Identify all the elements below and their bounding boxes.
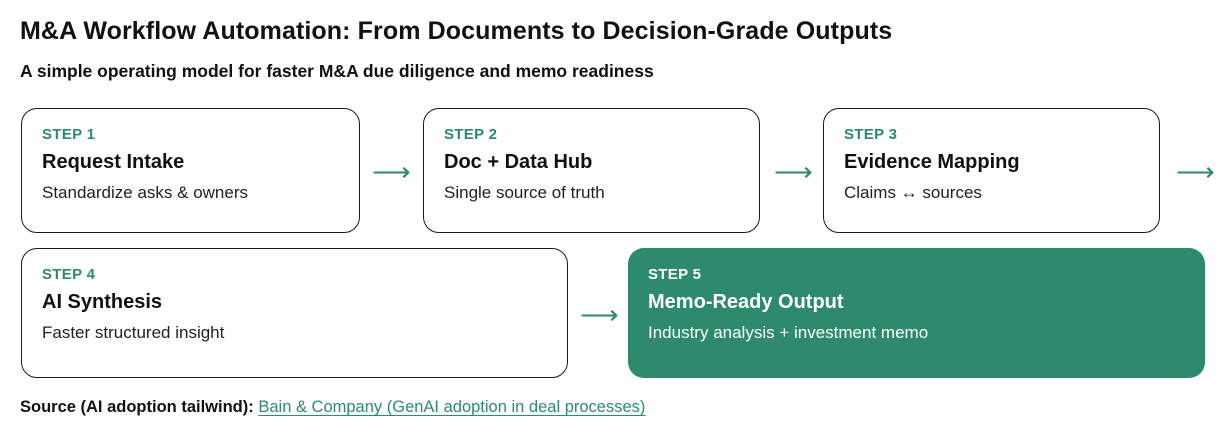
step-4-description: Faster structured insight — [42, 323, 225, 342]
source-link[interactable]: Bain & Company (GenAI adoption in deal p… — [258, 398, 646, 416]
flow-arrow-icon: ⟶ — [580, 300, 619, 330]
page-subtitle: A simple operating model for faster M&A … — [20, 61, 654, 81]
step-4-label: STEP 4 — [42, 266, 96, 283]
step-5-title: Memo-Ready Output — [648, 291, 844, 313]
step-card-3: STEP 3 Evidence Mapping Claims ↔ sources — [823, 108, 1160, 233]
step-3-description: Claims ↔ sources — [844, 183, 982, 202]
page-title: M&A Workflow Automation: From Documents … — [20, 17, 893, 45]
step-1-description: Standardize asks & owners — [42, 183, 248, 202]
step-card-5-highlighted: STEP 5 Memo-Ready Output Industry analys… — [628, 248, 1205, 378]
step-2-description: Single source of truth — [444, 183, 605, 202]
step-3-title: Evidence Mapping — [844, 151, 1020, 173]
step-5-label: STEP 5 — [648, 266, 702, 283]
step-2-label: STEP 2 — [444, 126, 498, 143]
flow-arrow-icon: ⟶ — [372, 157, 411, 187]
step-1-label: STEP 1 — [42, 126, 96, 143]
step-5-description: Industry analysis + investment memo — [648, 323, 929, 342]
step-card-1: STEP 1 Request Intake Standardize asks &… — [21, 108, 360, 233]
step-3-label: STEP 3 — [844, 126, 898, 143]
flow-arrow-icon: ⟶ — [1176, 157, 1215, 187]
flow-arrow-icon: ⟶ — [774, 157, 813, 187]
step-4-title: AI Synthesis — [42, 291, 163, 313]
step-1-title: Request Intake — [42, 151, 185, 173]
step-2-title: Doc + Data Hub — [444, 151, 593, 173]
step-card-4: STEP 4 AI Synthesis Faster structured in… — [21, 248, 568, 378]
source-line: Source (AI adoption tailwind): Bain & Co… — [20, 398, 645, 417]
source-label: Source (AI adoption tailwind): — [20, 398, 254, 416]
step-card-2: STEP 2 Doc + Data Hub Single source of t… — [423, 108, 760, 233]
